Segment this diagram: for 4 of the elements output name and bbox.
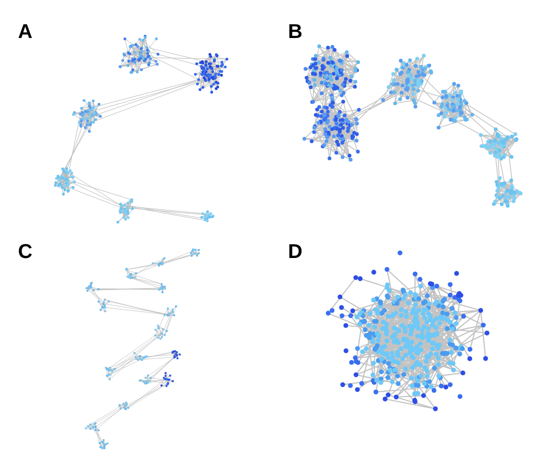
panel-label: A (18, 22, 32, 42)
panel-label: D (288, 242, 302, 262)
panel-label: C (18, 242, 32, 262)
panel-label: B (288, 22, 302, 42)
